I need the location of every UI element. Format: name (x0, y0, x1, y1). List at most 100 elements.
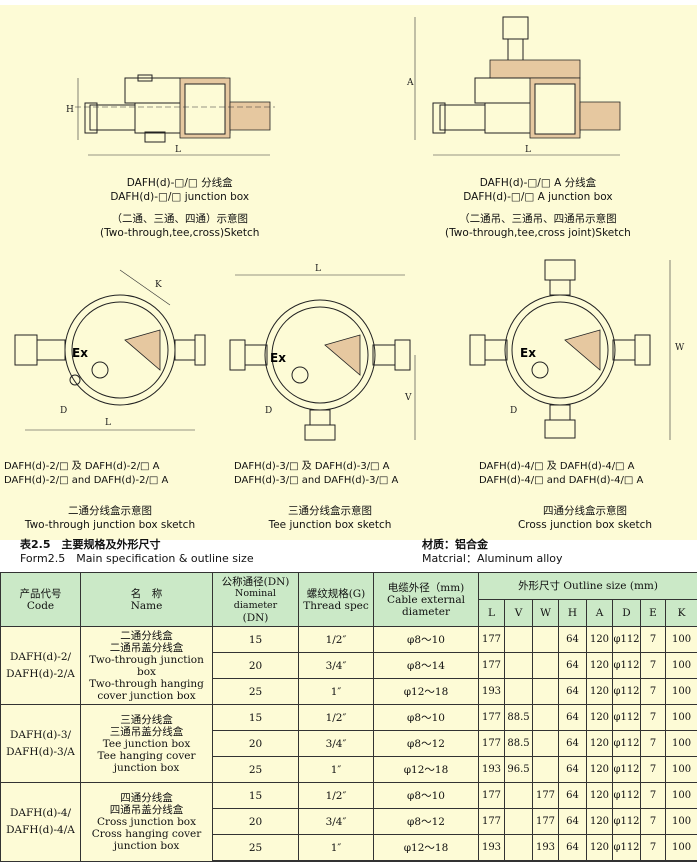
value-cell: 7 (641, 679, 666, 705)
dim-label-l: L (525, 145, 531, 155)
value-cell (505, 653, 533, 679)
ex-mark: Ex (72, 346, 88, 360)
value-cell: 120 (587, 783, 613, 809)
sketch-title-en: (Two-through,tee,cross)Sketch (100, 226, 259, 240)
value-cell: 1/2″ (299, 783, 374, 809)
value-cell: φ112 (613, 757, 641, 783)
value-cell: 64 (559, 809, 587, 835)
model-label-en: DAFH(d)-□/□ A junction box (445, 190, 631, 204)
value-cell: φ12～18 (374, 757, 479, 783)
value-cell: 193 (533, 835, 559, 862)
value-cell: 7 (641, 783, 666, 809)
value-cell: 120 (587, 653, 613, 679)
dim-label-v: V (404, 393, 412, 403)
value-cell: 120 (587, 705, 613, 731)
value-cell: 100 (666, 679, 697, 705)
value-cell: 88.5 (505, 731, 533, 757)
header-dn: 公称通径(DN)Nominal diameter(DN) (213, 573, 299, 627)
value-cell: φ8～12 (374, 809, 479, 835)
value-cell: φ112 (613, 809, 641, 835)
value-cell: 15 (213, 705, 299, 731)
value-cell: 15 (213, 627, 299, 653)
caption-top-2: DAFH(d)-□/□ A 分线盒 DAFH(d)-□/□ A junction… (445, 176, 631, 240)
value-cell: 120 (587, 835, 613, 862)
dim-label-w: W (675, 343, 685, 353)
value-cell: φ112 (613, 731, 641, 757)
value-cell: φ8～14 (374, 653, 479, 679)
title-mid-1: 二通分线盒示意图 Two-through junction box sketch (20, 504, 200, 532)
value-cell: 100 (666, 705, 697, 731)
model-label: DAFH(d)-3/□ 及 DAFH(d)-3/□ A (234, 460, 398, 474)
value-cell: 25 (213, 679, 299, 705)
table-title: 表2.5 主要规格及外形尺寸 Form2.5 Main specificatio… (20, 538, 254, 566)
value-cell: 1″ (299, 757, 374, 783)
dim-label-l: L (315, 264, 321, 274)
sketch-title: 四通分线盒示意图 (490, 504, 680, 518)
value-cell: φ112 (613, 627, 641, 653)
header-dim-e: E (641, 600, 666, 627)
value-cell: φ112 (613, 653, 641, 679)
value-cell: 25 (213, 757, 299, 783)
side-view-drawing-1: H L (70, 70, 280, 165)
value-cell: 64 (559, 783, 587, 809)
dim-label-h: H (66, 105, 74, 115)
value-cell (505, 835, 533, 862)
model-label: DAFH(d)-4/□ 及 DAFH(d)-4/□ A (479, 460, 643, 474)
value-cell: 7 (641, 653, 666, 679)
value-cell: 177 (479, 731, 505, 757)
value-cell: 7 (641, 757, 666, 783)
value-cell (533, 627, 559, 653)
value-cell: 64 (559, 731, 587, 757)
value-cell: 177 (533, 783, 559, 809)
value-cell: 3/4″ (299, 653, 374, 679)
value-cell: 64 (559, 705, 587, 731)
value-cell: 120 (587, 627, 613, 653)
value-cell (505, 783, 533, 809)
value-cell: 177 (479, 627, 505, 653)
value-cell (505, 809, 533, 835)
value-cell (533, 757, 559, 783)
value-cell (533, 731, 559, 757)
value-cell: 7 (641, 809, 666, 835)
value-cell: 1/2″ (299, 705, 374, 731)
sketch-title: （二通吊、三通吊、四通吊示意图 (445, 212, 631, 226)
value-cell: φ12～18 (374, 835, 479, 862)
header-dim-h: H (559, 600, 587, 627)
value-cell (533, 653, 559, 679)
sketch-title-en: Cross junction box sketch (490, 518, 680, 532)
value-cell: 7 (641, 835, 666, 862)
header-dim-v: V (505, 600, 533, 627)
value-cell: 15 (213, 783, 299, 809)
value-cell: 96.5 (505, 757, 533, 783)
caption-mid-2: DAFH(d)-3/□ 及 DAFH(d)-3/□ A DAFH(d)-3/□ … (234, 460, 398, 488)
material-cn: 材质：铝合金 (422, 538, 563, 552)
value-cell: 20 (213, 731, 299, 757)
table-title-en: Form2.5 Main specification & outline siz… (20, 552, 254, 566)
header-dim-d: D (613, 600, 641, 627)
header-thread: 螺纹规格(G)Thread spec (299, 573, 374, 627)
sketch-title-en: (Two-through,tee,cross joint)Sketch (445, 226, 631, 240)
table-title-cn: 表2.5 主要规格及外形尺寸 (20, 538, 254, 552)
value-cell: 100 (666, 783, 697, 809)
dim-label-a: A (406, 78, 414, 88)
value-cell: 177 (479, 809, 505, 835)
value-cell: 120 (587, 809, 613, 835)
value-cell: φ112 (613, 835, 641, 862)
value-cell: 7 (641, 731, 666, 757)
sketch-title: 三通分线盒示意图 (240, 504, 420, 518)
header-dim-k: K (666, 600, 697, 627)
sketch-title: 二通分线盒示意图 (20, 504, 200, 518)
caption-mid-3: DAFH(d)-4/□ 及 DAFH(d)-4/□ A DAFH(d)-4/□ … (479, 460, 643, 488)
value-cell: 100 (666, 653, 697, 679)
sketch-title-en: Two-through junction box sketch (20, 518, 200, 532)
value-cell: φ8～10 (374, 627, 479, 653)
header-dim-a: A (587, 600, 613, 627)
value-cell: φ8～10 (374, 783, 479, 809)
caption-mid-1: DAFH(d)-2/□ 及 DAFH(d)-2/□ A DAFH(d)-2/□ … (4, 460, 168, 488)
value-cell (505, 627, 533, 653)
value-cell: 3/4″ (299, 731, 374, 757)
model-label-en: DAFH(d)-3/□ and DAFH(d)-3/□ A (234, 474, 398, 488)
